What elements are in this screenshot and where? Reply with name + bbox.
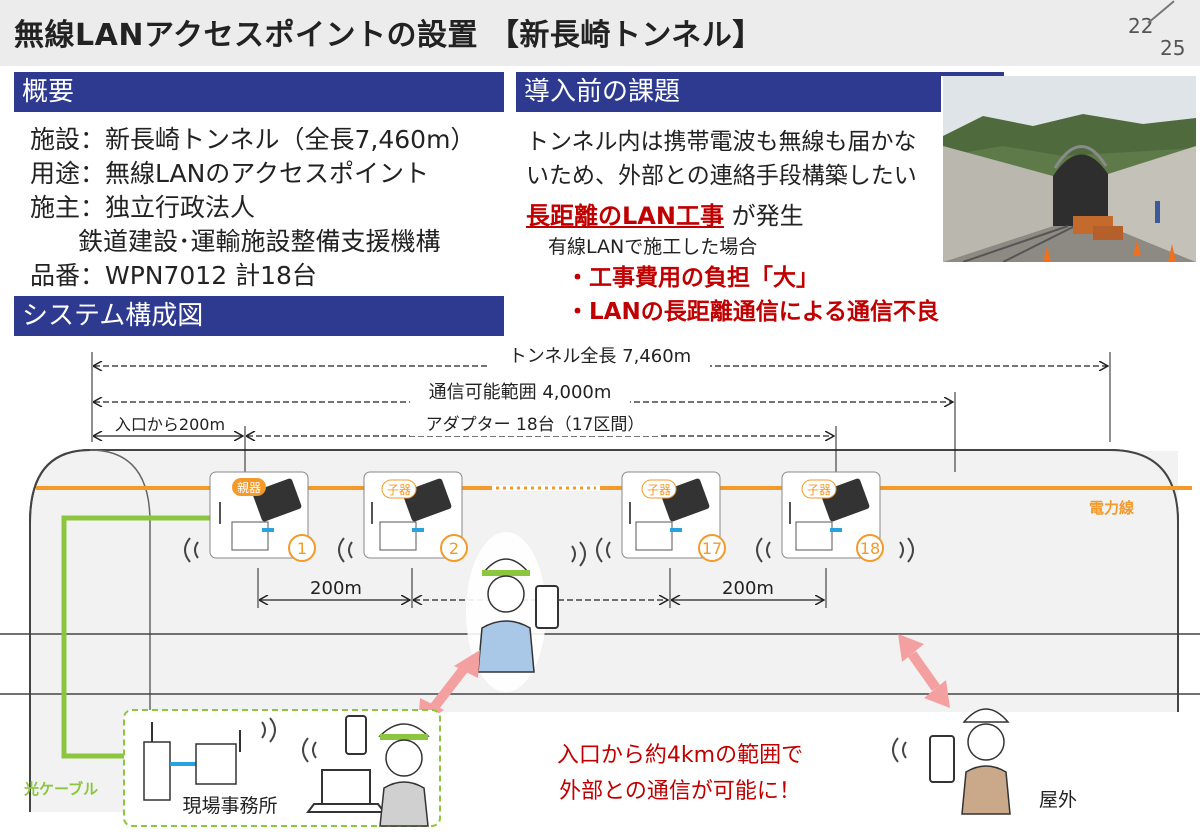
unit-number-1: 1 [297, 539, 307, 558]
signal-arrow-right [898, 634, 950, 708]
tag-child-17: 子器 [647, 483, 671, 497]
unit-number-17: 17 [702, 539, 722, 558]
access-point-18: 子器 18 [756, 471, 914, 563]
overview-use: 用途：無線LANのアクセスポイント [30, 159, 430, 188]
page-number-total: 25 [1160, 36, 1186, 60]
office-equipment [143, 715, 430, 827]
result-line-2: 外部との通信が可能に！ [559, 779, 801, 804]
tag-child-18: 子器 [807, 483, 831, 497]
outside-label: 屋外 [1039, 789, 1077, 811]
tunnel-photo [943, 76, 1196, 262]
dim-range-label: 通信可能範囲 4,000m [429, 382, 612, 403]
heading-rule [940, 72, 1004, 76]
unit-number-18: 18 [860, 539, 880, 558]
access-point-17: 子器 17 [596, 471, 726, 563]
page-title: 無線LANアクセスポイントの設置 【新長崎トンネル】 [14, 18, 763, 53]
challenge-sub: 有線LANで施工した場合 [548, 236, 758, 258]
overview-facility: 施設：新長崎トンネル（全長7,460m） [30, 125, 476, 154]
overview-heading: 概要 [14, 72, 504, 112]
access-point-1: 親器 1 [184, 471, 316, 563]
tag-parent: 親器 [237, 481, 261, 495]
unit-number-2: 2 [449, 539, 459, 558]
access-point-2: 子器 2 [338, 471, 468, 563]
dim-adapters-label: アダプター 18台（17区間） [426, 415, 645, 435]
fiber-label: 光ケーブル [23, 780, 98, 798]
overview-owner-name: 鉄道建設･運輸施設整備支援機構 [78, 227, 441, 256]
challenge-emphasis-suffix: が発生 [723, 202, 804, 230]
overview-owner: 施主：独立行政法人 [30, 193, 256, 222]
challenge-bullet-comm: ・LANの長距離通信による通信不良 [566, 299, 940, 325]
challenge-line-2: いため、外部との連絡手段構築したい [526, 163, 917, 189]
page-number-current: 22 [1128, 14, 1154, 38]
dim-total-label: トンネル全長 7,460m [509, 346, 691, 367]
challenge-heading: 導入前の課題 [516, 72, 941, 112]
challenge-emphasis-line: 長距離のLAN工事 が発生 [526, 196, 804, 231]
fiber-cable [61, 515, 212, 759]
page-number-slash [1147, 0, 1175, 24]
tag-child-2: 子器 [387, 483, 411, 497]
worker-in-tunnel [466, 532, 586, 692]
challenge-emphasis: 長距離のLAN工事 [526, 202, 724, 230]
outside-worker [892, 708, 1011, 815]
system-heading: システム構成図 [14, 296, 504, 336]
spacing-label-1: 200m [310, 578, 362, 599]
challenge-line-1: トンネル内は携帯電波も無線も届かな [526, 129, 917, 155]
dim-entrance-label: 入口から200m [115, 415, 225, 434]
site-office-label: 現場事務所 [182, 795, 277, 817]
power-line-label: 電力線 [1089, 499, 1134, 517]
header-bar: 無線LANアクセスポイントの設置 【新長崎トンネル】 22 25 [0, 0, 1200, 66]
overview-model: 品番：WPN7012 計18台 [30, 261, 317, 290]
result-line-1: 入口から約4kmの範囲で [557, 743, 803, 768]
system-diagram: トンネル全長 7,460m 通信可能範囲 4,000m 入口から200m アダプ… [0, 342, 1200, 827]
spacing-label-2: 200m [722, 578, 774, 599]
challenge-bullet-cost: ・工事費用の負担「大」 [566, 265, 819, 291]
